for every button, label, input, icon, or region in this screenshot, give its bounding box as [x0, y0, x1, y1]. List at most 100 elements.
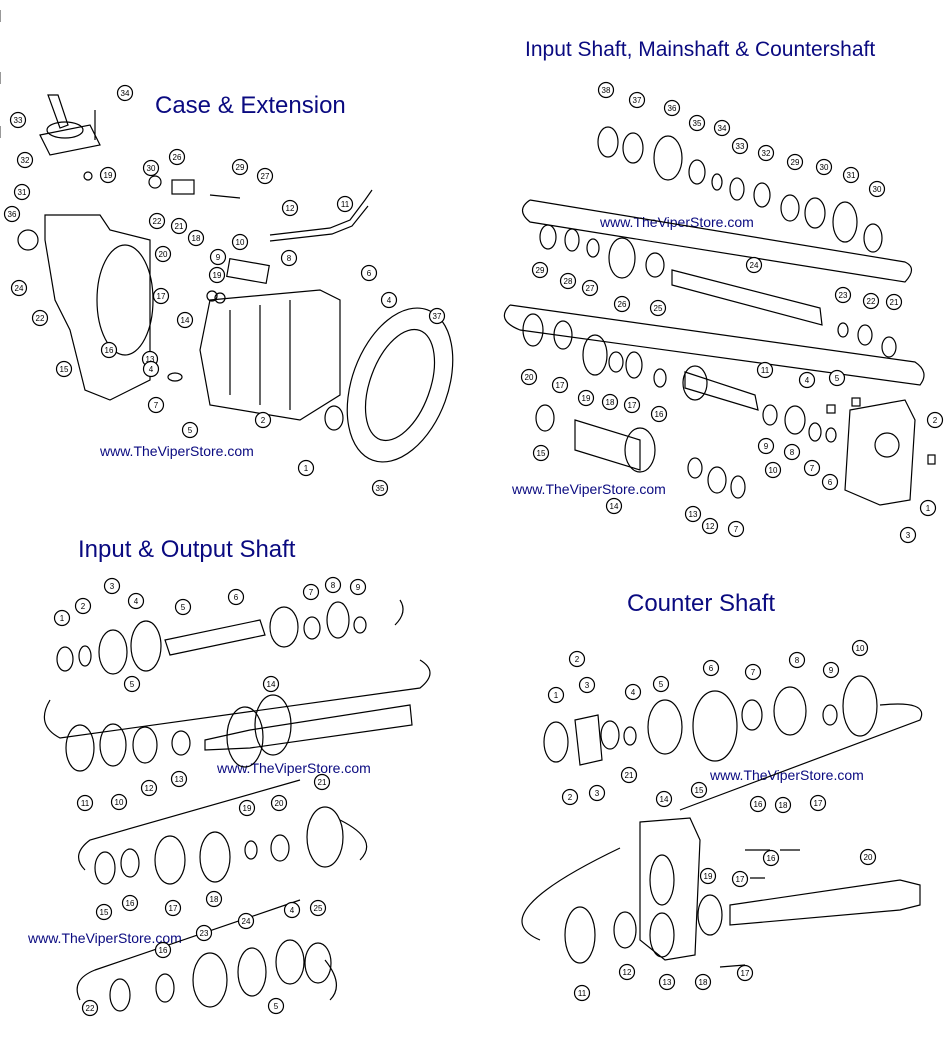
sensor: [171, 179, 195, 195]
callout-circle: [624, 683, 642, 701]
callout-3: 3: [899, 526, 917, 544]
callout-1: 1: [297, 459, 315, 477]
callout-circle: [618, 963, 636, 981]
callout-number: 22: [153, 217, 162, 226]
callout-12: 12: [140, 779, 158, 797]
callout-circle: [613, 295, 631, 313]
callout-14: 14: [262, 675, 280, 693]
callout-number: 12: [145, 784, 154, 793]
callout-circle: [209, 248, 227, 266]
callout-circle: [713, 119, 731, 137]
callout-number: 6: [828, 478, 833, 487]
callout-number: 10: [115, 798, 124, 807]
callout-number: 7: [154, 401, 159, 410]
callout-number: 19: [704, 872, 713, 881]
vent-tube: [269, 189, 373, 242]
callout-19: 19: [577, 389, 595, 407]
callout-17: 17: [623, 396, 641, 414]
callout-number: 28: [564, 277, 573, 286]
callout-16: 16: [650, 405, 668, 423]
callout-number: 29: [236, 163, 245, 172]
callout-22: 22: [862, 292, 880, 310]
callout-number: 6: [709, 664, 714, 673]
callout-number: 17: [556, 381, 565, 390]
callout-circle: [649, 299, 667, 317]
callout-12: 12: [281, 199, 299, 217]
callout-number: 12: [286, 204, 295, 213]
callout-number: 3: [906, 531, 911, 540]
callout-number: 2: [568, 793, 573, 802]
callout-circle: [262, 675, 280, 693]
callout-number: 21: [890, 298, 899, 307]
callout-number: 19: [243, 804, 252, 813]
callout-number: 2: [575, 655, 580, 664]
callout-circle: [280, 249, 298, 267]
callout-number: 11: [341, 200, 350, 209]
callout-5: 5: [828, 369, 846, 387]
callout-13: 13: [684, 505, 702, 523]
callout-circle: [95, 903, 113, 921]
callout-number: 16: [105, 346, 114, 355]
callout-circle: [885, 293, 903, 311]
callout-13: 13: [658, 973, 676, 991]
callout-32: 32: [16, 151, 34, 169]
callout-circle: [684, 505, 702, 523]
callout-26: 26: [613, 295, 631, 313]
callout-circle: [694, 973, 712, 991]
watermark: www.TheViperStore.com: [28, 930, 182, 946]
callout-circle: [55, 360, 73, 378]
callout-14: 14: [655, 790, 673, 808]
callout-circle: [859, 848, 877, 866]
callout-11: 11: [336, 195, 354, 213]
callout-23: 23: [834, 286, 852, 304]
callout-22: 22: [148, 212, 166, 230]
callout-circle: [798, 371, 816, 389]
callout-number: 8: [331, 581, 336, 590]
callout-number: 24: [15, 284, 24, 293]
callout-number: 4: [290, 906, 295, 915]
callout-18: 18: [187, 229, 205, 247]
callout-circle: [605, 497, 623, 515]
callout-circle: [148, 212, 166, 230]
callout-circle: [868, 180, 886, 198]
callout-number: 13: [146, 355, 155, 364]
callout-number: 9: [356, 583, 361, 592]
callout-circle: [147, 396, 165, 414]
callout-circle: [371, 479, 389, 497]
callout-number: 9: [829, 666, 834, 675]
callout-number: 24: [750, 261, 759, 270]
callout-number: 21: [318, 778, 327, 787]
callout-number: 17: [814, 799, 823, 808]
seal-ring: [148, 175, 162, 189]
callout-21: 21: [170, 217, 188, 235]
callout-circle: [267, 997, 285, 1015]
callout-number: 33: [14, 116, 23, 125]
callout-circle: [309, 899, 327, 917]
callout-number: 6: [234, 593, 239, 602]
callout-1: 1: [919, 499, 937, 517]
callout-number: 4: [134, 597, 139, 606]
callout-circle: [256, 167, 274, 185]
callout-number: 25: [654, 304, 663, 313]
callout-circle: [205, 890, 223, 908]
callout-circle: [688, 114, 706, 132]
callout-30: 30: [815, 158, 833, 176]
callout-number: 17: [628, 401, 637, 410]
callout-37: 37: [428, 307, 446, 325]
callout-circle: [783, 443, 801, 461]
callout-4: 4: [624, 683, 642, 701]
edge-mark: [0, 72, 1, 84]
callout-22: 22: [81, 999, 99, 1017]
callout-circle: [3, 205, 21, 223]
callout-9: 9: [757, 437, 775, 455]
callout-7: 7: [803, 459, 821, 477]
callout-circle: [116, 84, 134, 102]
callout-18: 18: [205, 890, 223, 908]
extension-housing: [44, 214, 151, 401]
callout-number: 35: [693, 119, 702, 128]
callout-number: 14: [610, 502, 619, 511]
callout-circle: [568, 650, 586, 668]
callout-number: 9: [764, 442, 769, 451]
